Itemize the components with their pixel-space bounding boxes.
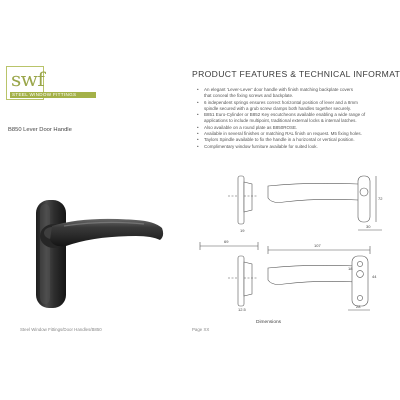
dim-label-12-5: 12.5 — [238, 307, 247, 312]
feature-item-continued: spindle secured with a grub screw clamps… — [204, 105, 351, 111]
dim-label-44: 44 — [372, 274, 377, 279]
dim-label-107: 107 — [314, 243, 321, 248]
dimensions-caption: Dimensions — [256, 320, 282, 325]
handle-lever — [50, 218, 164, 247]
features-list: An elegant 'Lever-Lever' door handle wit… — [197, 87, 393, 150]
dimension-drawings: 19 69 107 72 30 44 18 28 12.5 — [199, 175, 383, 312]
feature-item-continued: that conceal the fixing screws and backp… — [204, 93, 294, 99]
footer-breadcrumb: Steel Window Fittings/Door Handles/B850 — [20, 327, 102, 332]
logo-frame — [6, 66, 44, 100]
dimension-line-69 — [199, 242, 259, 250]
feature-item: Complimentary window furniture available… — [197, 144, 393, 151]
front-view-top — [267, 175, 382, 231]
handle-photo — [36, 200, 164, 308]
feature-item: 6 independent springs ensures correct ho… — [197, 100, 393, 107]
dim-label-18: 18 — [348, 266, 353, 271]
feature-item: Taylors Spindle available to fix the han… — [197, 137, 393, 144]
logo-tagline: STEEL WINDOW FITTINGS — [12, 92, 77, 97]
dim-label-19: 19 — [240, 228, 245, 233]
swf-logo: swf STEEL WINDOW FITTINGS — [6, 66, 98, 104]
side-profile-top — [228, 175, 258, 225]
dimension-line-107 — [267, 246, 371, 254]
dim-label-30: 30 — [366, 224, 371, 229]
feature-item-continued: applications to include multipoint, trad… — [204, 118, 357, 124]
feature-item: Also available on a round plate as B850R… — [197, 125, 393, 132]
footer-page-number: Page XX — [192, 327, 210, 332]
dim-label-72: 72 — [378, 196, 383, 201]
side-profile-bottom — [228, 255, 258, 307]
dim-label-28: 28 — [356, 304, 361, 309]
features-title: PRODUCT FEATURES & TECHNICAL INFORMATION — [192, 69, 400, 79]
logo-wordmark: swf — [11, 67, 45, 91]
product-name: B850 Lever Door Handle — [8, 127, 72, 133]
back-view-bottom — [267, 255, 370, 311]
logo-band — [10, 92, 96, 98]
handle-backplate — [36, 200, 66, 308]
feature-item: B851 Euro-Cylinder or B852 Key escutcheo… — [197, 112, 393, 119]
feature-item: Available in several finishes or matchin… — [197, 131, 393, 138]
dim-label-69: 69 — [224, 239, 229, 244]
feature-item: An elegant 'Lever-Lever' door handle wit… — [197, 87, 393, 94]
